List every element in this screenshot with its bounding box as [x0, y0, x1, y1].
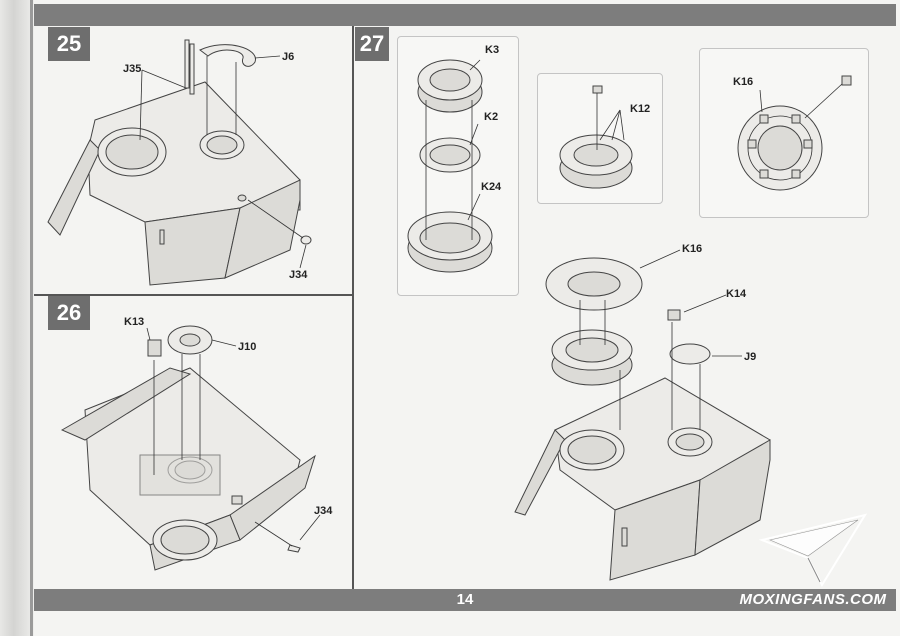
spine-edge-line	[30, 0, 33, 636]
header-bar	[34, 4, 896, 26]
divider-horizontal	[34, 294, 352, 296]
callout-j34-step25: J34	[289, 269, 308, 281]
step-27-number: 27	[355, 27, 389, 61]
step-27-ring-stack	[407, 59, 493, 273]
step-26-number: 26	[48, 296, 90, 330]
binding-spine	[0, 0, 34, 636]
callout-k3: K3	[485, 44, 500, 56]
j35-pins	[184, 39, 195, 95]
callout-j10: J10	[238, 341, 257, 353]
callout-j9: J9	[744, 351, 757, 363]
callout-k12: K12	[630, 103, 651, 115]
footer-bar	[34, 589, 896, 611]
step-25-number: 25	[48, 27, 90, 61]
callout-k14: K14	[726, 288, 747, 300]
callout-k24: K24	[481, 181, 502, 193]
paper-plane-logo	[758, 513, 868, 588]
callout-k16-inset: K16	[733, 76, 754, 88]
callout-k2: K2	[484, 111, 499, 123]
callout-k13: K13	[124, 316, 145, 328]
k13-part	[147, 339, 162, 357]
callout-j6: J6	[282, 51, 295, 63]
callout-j35: J35	[123, 63, 142, 75]
step-27-hull	[514, 249, 771, 581]
step-25-hull	[47, 39, 312, 286]
step-27-k12-detail	[559, 85, 633, 189]
step-27-k16-inset-detail	[737, 75, 852, 191]
watermark-text: MOXINGFANS.COM	[739, 591, 887, 608]
callout-j34-step26: J34	[314, 505, 333, 517]
step-26-hull	[60, 325, 321, 571]
callout-k16: K16	[682, 243, 703, 255]
page-number: 14	[456, 591, 474, 608]
divider-vertical	[352, 26, 354, 589]
